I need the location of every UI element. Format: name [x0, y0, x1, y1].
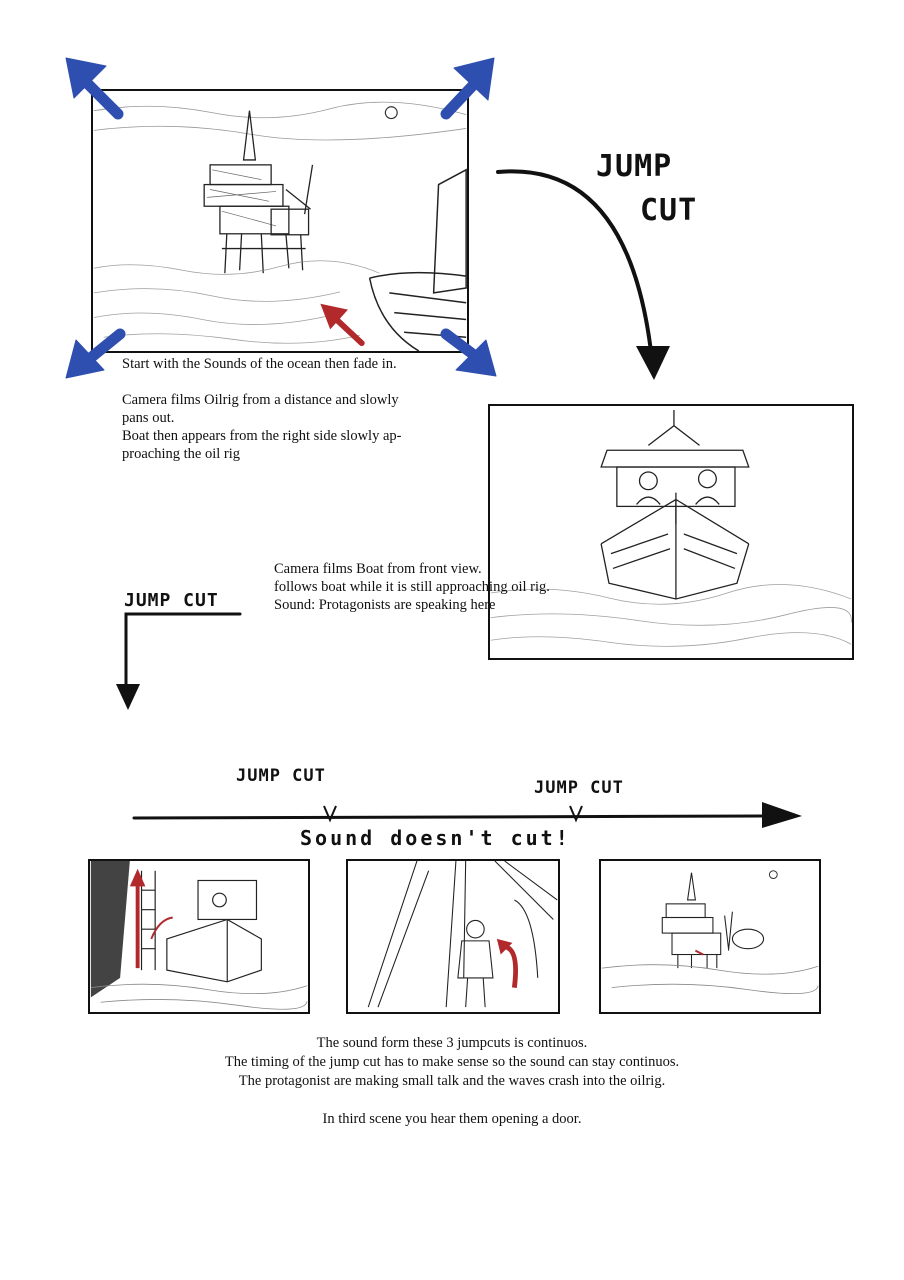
jump-cut-label-top: JUMP CUT	[596, 150, 697, 228]
jump-cut-label-timeline-right: JUMP CUT	[534, 778, 624, 798]
scene1-line: Camera films Oilrig from a distance and …	[122, 392, 399, 408]
panel-jumpcut-3	[599, 859, 821, 1014]
sound-doesnt-cut-label: Sound doesn't cut!	[300, 826, 571, 850]
footer-line: The protagonist are making small talk an…	[238, 1073, 666, 1089]
panel-oilrig-wide	[91, 89, 469, 353]
expand-arrow-icon	[65, 57, 124, 120]
scene1-line: pans out.	[122, 410, 175, 426]
footer-line: The sound form these 3 jumpcuts is conti…	[316, 1035, 588, 1051]
expand-arrow-icon	[440, 328, 497, 377]
scene1-line	[122, 373, 432, 391]
expand-arrow-icon	[440, 57, 495, 120]
jump-cut-line1: JUMP	[596, 149, 673, 184]
footer-line: The timing of the jump cut has to make s…	[224, 1054, 680, 1070]
scene2-line: follows boat while it is still approachi…	[274, 579, 550, 595]
oilrig-sketch	[93, 101, 467, 351]
footer-description: The sound form these 3 jumpcuts is conti…	[0, 1034, 904, 1129]
jump-cut-label-timeline-left: JUMP CUT	[236, 766, 326, 786]
timeline-arrow-icon	[132, 802, 802, 828]
oilrig-door-sketch	[601, 870, 819, 995]
boat-sketch	[490, 409, 852, 647]
expand-arrows	[65, 57, 497, 379]
scene1-description: Start with the Sounds of the ocean then …	[122, 355, 432, 463]
ladder-sketch	[90, 861, 308, 1010]
panel-boat-front	[488, 404, 854, 660]
scene1-line: Start with the Sounds of the ocean then …	[122, 356, 397, 372]
scene2-line: Camera films Boat from front view.	[274, 561, 482, 577]
interior-sketch	[367, 861, 558, 1008]
expand-arrow-icon	[65, 328, 126, 379]
jump-cut-line2: CUT	[640, 193, 698, 228]
curved-arrow-icon	[496, 169, 670, 380]
scene1-line: proaching the oil rig	[122, 446, 240, 462]
panel-jumpcut-2	[346, 859, 560, 1014]
motion-arrow-icon	[320, 303, 365, 347]
scene1-line: Boat then appears from the right side sl…	[122, 428, 402, 444]
jump-cut-label-mid: JUMP CUT	[124, 590, 219, 611]
footer-line: In third scene you hear them opening a d…	[322, 1111, 582, 1127]
scene2-line: Sound: Protagonists are speaking here	[274, 597, 496, 613]
down-arrow-icon	[116, 612, 242, 710]
panel-jumpcut-1	[88, 859, 310, 1014]
scene2-description: Camera films Boat from front view. follo…	[274, 560, 574, 614]
footer-line	[0, 1091, 904, 1110]
